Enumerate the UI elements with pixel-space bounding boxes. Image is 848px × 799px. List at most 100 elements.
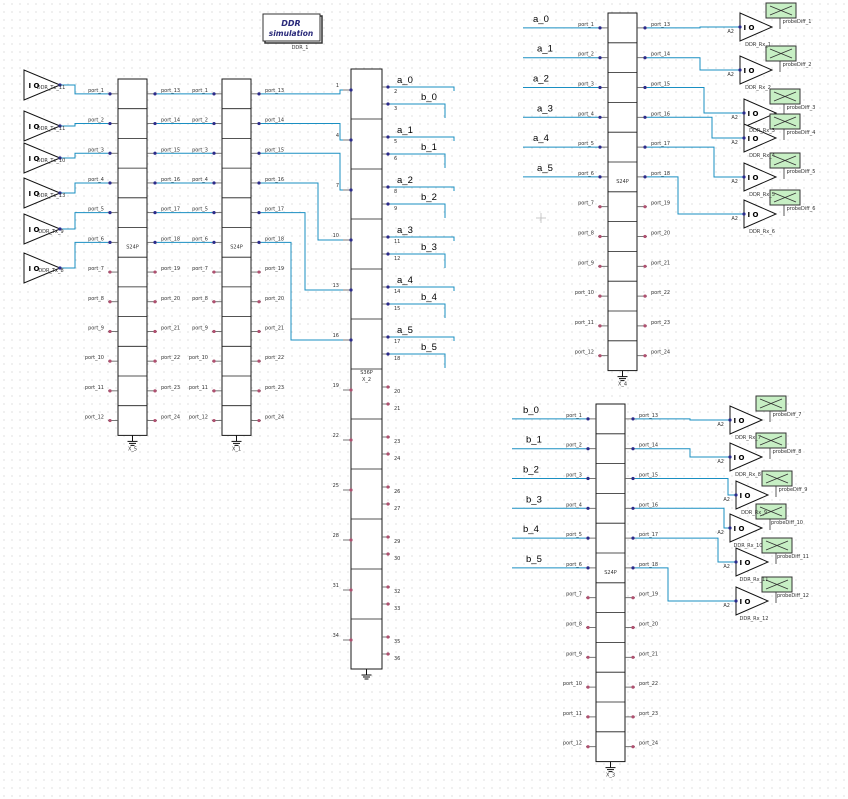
s36p-right-pin-label: 23 [394, 439, 400, 445]
rx-receiver-top-1[interactable]: I O [738, 55, 774, 85]
probe-bot-2[interactable] [761, 470, 793, 497]
s36p-right-pin-label: 33 [394, 606, 400, 612]
port-label-left: port_10 [189, 355, 208, 361]
tx-driver-4[interactable]: I O [23, 213, 62, 245]
net-label: a_2 [397, 175, 413, 186]
wire [635, 537, 736, 563]
left-pin-11 [598, 324, 602, 328]
left-pin-7 [598, 205, 602, 209]
probe-bot-1[interactable] [755, 432, 787, 459]
s24p-block-x3[interactable] [586, 403, 635, 773]
net-label: b_3 [526, 494, 542, 505]
rx-receiver-bot-3[interactable]: I O [728, 513, 764, 543]
rx-receiver-bot-4[interactable]: I O [734, 547, 770, 577]
s36p-left-pin-label: 22 [333, 433, 339, 439]
right-pin-16 [257, 181, 261, 185]
tx-driver-5[interactable]: I O [23, 252, 62, 284]
port-label-left: port_4 [192, 177, 208, 183]
tx-driver-2[interactable]: I O [23, 142, 62, 174]
probe-bot-0[interactable] [755, 395, 787, 422]
tx-driver-3[interactable]: I O [23, 177, 62, 209]
driver-triangle [23, 69, 62, 101]
s36p-right-pin [386, 635, 390, 639]
s24p-block-x1[interactable] [212, 78, 261, 446]
driver-triangle [23, 142, 62, 174]
port-label-left: port_7 [88, 266, 104, 272]
probe-bot-4[interactable] [761, 537, 793, 564]
net-label: b_5 [421, 342, 437, 353]
rx-receiver-top-2[interactable]: I O [742, 98, 778, 128]
right-pin-15 [257, 151, 261, 155]
probe-bot-3[interactable] [755, 503, 787, 530]
port-label-left: port_2 [566, 443, 582, 449]
driver-pin [58, 156, 62, 160]
receiver-label: DDR_Rx_3 [749, 128, 775, 134]
s36p-right-pin [386, 285, 390, 289]
left-pin-1 [598, 26, 602, 30]
port-label-right: port_13 [265, 88, 284, 94]
s36p-right-pin-label: 32 [394, 589, 400, 595]
port-label-right: port_24 [265, 415, 284, 421]
port-label-right: port_21 [161, 325, 180, 331]
rx-receiver-bot-5[interactable]: I O [734, 586, 770, 616]
right-pin-16 [643, 115, 647, 119]
tx-driver-0[interactable]: I O [23, 69, 62, 101]
s36p-right-pin [386, 202, 390, 206]
title-box[interactable]: DDR simulation DDR_1 [262, 13, 323, 51]
left-pin-10 [598, 294, 602, 298]
receiver-pin-label: A2 [731, 140, 738, 146]
probe-top-2[interactable] [769, 88, 801, 115]
receiver-io-text: I O [748, 174, 759, 182]
probe-top-3[interactable] [769, 113, 801, 140]
left-pin-4 [586, 506, 590, 510]
driver-label: DDR_Tx_13 [37, 193, 66, 199]
rx-receiver-top-3[interactable]: I O [742, 123, 778, 153]
driver-triangle [23, 213, 62, 245]
receiver-pin-label: A2 [731, 115, 738, 121]
left-pin-9 [212, 329, 216, 334]
s24p-block-x5[interactable] [108, 78, 157, 446]
rx-receiver-bot-1[interactable]: I O [728, 442, 764, 472]
port-label-left: port_2 [578, 52, 594, 58]
right-pin-17 [153, 211, 157, 215]
port-label-left: port_3 [566, 473, 582, 479]
right-pin-15 [153, 151, 157, 155]
s24p-block-x4[interactable] [598, 12, 647, 382]
rx-receiver-top-0[interactable]: I O [738, 12, 774, 42]
s36p-right-pin-label: 6 [394, 156, 397, 162]
s36p-right-pin [386, 185, 390, 189]
rx-receiver-bot-2[interactable]: I O [734, 480, 770, 510]
probe-top-1[interactable] [765, 45, 797, 72]
s36p-left-pin [349, 88, 353, 92]
probe-bot-5[interactable] [761, 576, 793, 603]
port-label-right: port_20 [161, 296, 180, 302]
probe-top-0[interactable] [765, 2, 797, 29]
rx-receiver-top-5[interactable]: I O [742, 199, 778, 229]
left-pin-6 [586, 566, 590, 570]
s36p-block-x2[interactable] [343, 68, 390, 680]
driver-label: DDR_Tx_8 [38, 268, 63, 274]
rx-receiver-bot-0[interactable]: I O [728, 405, 764, 435]
right-pin-13 [153, 92, 157, 96]
probe-label: probeDiff_4 [787, 130, 816, 136]
wire [60, 123, 108, 127]
tx-driver-1[interactable]: I O [23, 110, 62, 142]
wire [390, 303, 446, 318]
probe-top-4[interactable] [769, 152, 801, 179]
s36p-right-pin [386, 252, 390, 256]
right-pin-14 [631, 447, 635, 451]
wire [390, 86, 455, 91]
right-pin-15 [631, 476, 635, 481]
left-pin-5 [212, 211, 216, 215]
port-label-left: port_3 [578, 82, 594, 88]
rx-receiver-top-4[interactable]: I O [742, 162, 778, 192]
right-pin-16 [153, 181, 157, 185]
right-pin-21 [643, 264, 647, 268]
wire [635, 418, 730, 421]
port-label-right: port_21 [639, 651, 658, 657]
probe-label: probeDiff_3 [787, 105, 816, 111]
probe-top-5[interactable] [769, 189, 801, 216]
left-pin-12 [586, 745, 590, 749]
